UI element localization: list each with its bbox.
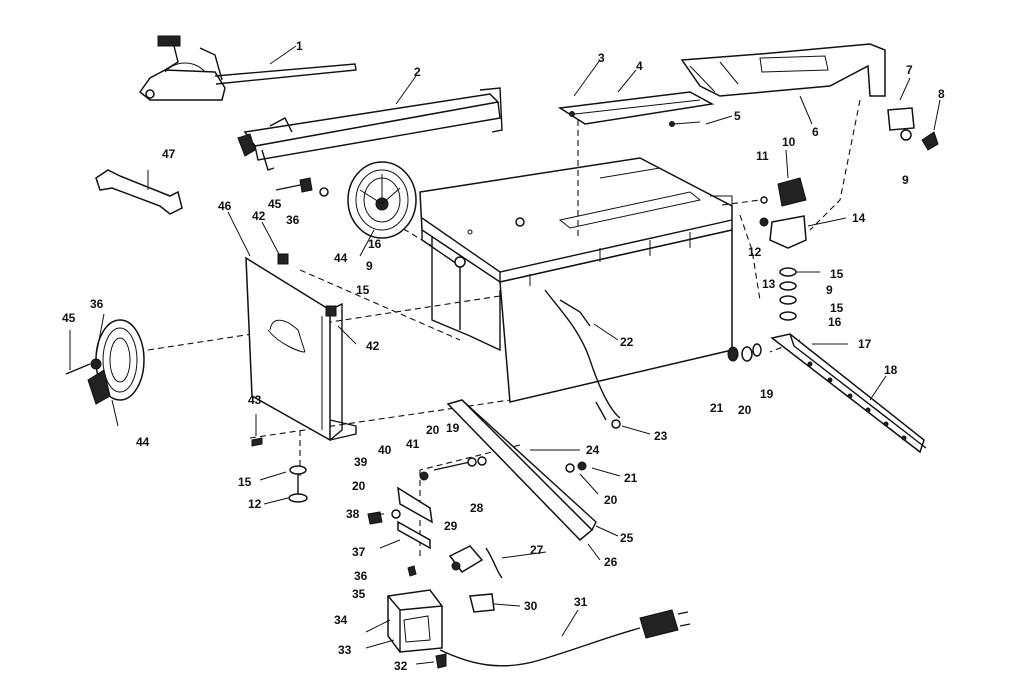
switch-box <box>387 589 443 653</box>
part-label-7: 7 <box>906 63 913 77</box>
part-label-31: 31 <box>574 595 588 609</box>
misc-screws <box>251 437 447 669</box>
part-label-12: 12 <box>748 245 762 259</box>
part-label-37: 37 <box>352 545 366 559</box>
part-label-21: 21 <box>710 401 724 415</box>
rip-fence <box>237 87 503 171</box>
part-label-14: 14 <box>852 211 866 225</box>
guard-support <box>557 91 715 127</box>
miter-gauge <box>138 35 357 101</box>
part-label-24: 24 <box>586 443 600 457</box>
part-label-23: 23 <box>654 429 668 443</box>
saw-table <box>419 157 733 403</box>
part-label-42: 42 <box>252 209 266 223</box>
part-label-18: 18 <box>884 363 898 377</box>
part-label-8: 8 <box>938 87 945 101</box>
pulley-and-bracket <box>759 177 807 249</box>
part-label-45: 45 <box>62 311 76 325</box>
part-number-labels: 1 2 3 4 5 6 7 8 9 10 11 12 13 14 15 9 15… <box>62 39 945 673</box>
part-label-2: 2 <box>414 65 421 79</box>
part-label-22: 22 <box>620 335 634 349</box>
switch-bracket <box>367 486 433 550</box>
part-label-11: 11 <box>756 149 769 163</box>
part-label-15: 15 <box>830 267 844 281</box>
part-label-21: 21 <box>624 471 638 485</box>
part-label-26: 26 <box>604 555 618 569</box>
part-label-32: 32 <box>394 659 408 673</box>
wrench <box>95 169 183 215</box>
leader-lines <box>69 45 941 665</box>
part-label-20: 20 <box>352 479 366 493</box>
part-label-19: 19 <box>446 421 460 435</box>
part-label-4: 4 <box>636 59 643 73</box>
power-switch <box>448 545 503 613</box>
part-label-40: 40 <box>378 443 392 457</box>
part-label-5: 5 <box>734 109 741 123</box>
bolt-washer-upper <box>275 177 329 197</box>
part-label-12: 12 <box>248 497 262 511</box>
part-label-20: 20 <box>426 423 440 437</box>
part-label-9: 9 <box>366 259 373 273</box>
part-label-25: 25 <box>620 531 634 545</box>
part-label-30: 30 <box>524 599 538 613</box>
handwheel-upper <box>347 161 417 239</box>
guard-bracket <box>887 107 939 151</box>
part-label-15: 15 <box>356 283 370 297</box>
part-label-10: 10 <box>782 135 796 149</box>
part-label-45: 45 <box>268 197 282 211</box>
part-label-43: 43 <box>248 393 262 407</box>
part-label-33: 33 <box>338 643 352 657</box>
part-label-15: 15 <box>830 301 844 315</box>
part-label-9: 9 <box>826 283 833 297</box>
part-label-28: 28 <box>470 501 484 515</box>
part-label-44: 44 <box>136 435 150 449</box>
part-label-34: 34 <box>334 613 348 627</box>
part-label-42: 42 <box>366 339 380 353</box>
part-label-1: 1 <box>296 39 303 53</box>
part-label-9: 9 <box>902 173 909 187</box>
part-label-41: 41 <box>406 437 420 451</box>
part-label-46: 46 <box>218 199 232 213</box>
part-label-36: 36 <box>90 297 104 311</box>
part-label-36: 36 <box>354 569 368 583</box>
part-label-39: 39 <box>354 455 368 469</box>
screws-center <box>419 456 587 481</box>
part-label-20: 20 <box>738 403 752 417</box>
part-label-16: 16 <box>368 237 382 251</box>
part-label-20: 20 <box>604 493 618 507</box>
part-label-35: 35 <box>352 587 366 601</box>
part-label-44: 44 <box>334 251 348 265</box>
part-label-29: 29 <box>444 519 458 533</box>
motor-cable <box>544 289 621 429</box>
handwheel-lower <box>65 319 145 405</box>
part-label-13: 13 <box>762 277 776 291</box>
blade-guard <box>680 43 886 97</box>
part-label-36: 36 <box>286 213 300 227</box>
part-label-47: 47 <box>162 147 176 161</box>
part-label-27: 27 <box>530 543 544 557</box>
part-label-3: 3 <box>598 51 605 65</box>
washer-stack <box>779 267 797 321</box>
part-label-16: 16 <box>828 315 842 329</box>
part-label-38: 38 <box>346 507 360 521</box>
power-cord <box>439 609 691 667</box>
rear-rail <box>770 333 927 454</box>
part-label-15: 15 <box>238 475 252 489</box>
side-panel <box>245 253 357 442</box>
part-label-6: 6 <box>812 125 819 139</box>
channel-rail <box>446 399 597 542</box>
nuts-right <box>727 343 762 362</box>
part-label-17: 17 <box>858 337 872 351</box>
part-label-19: 19 <box>760 387 774 401</box>
